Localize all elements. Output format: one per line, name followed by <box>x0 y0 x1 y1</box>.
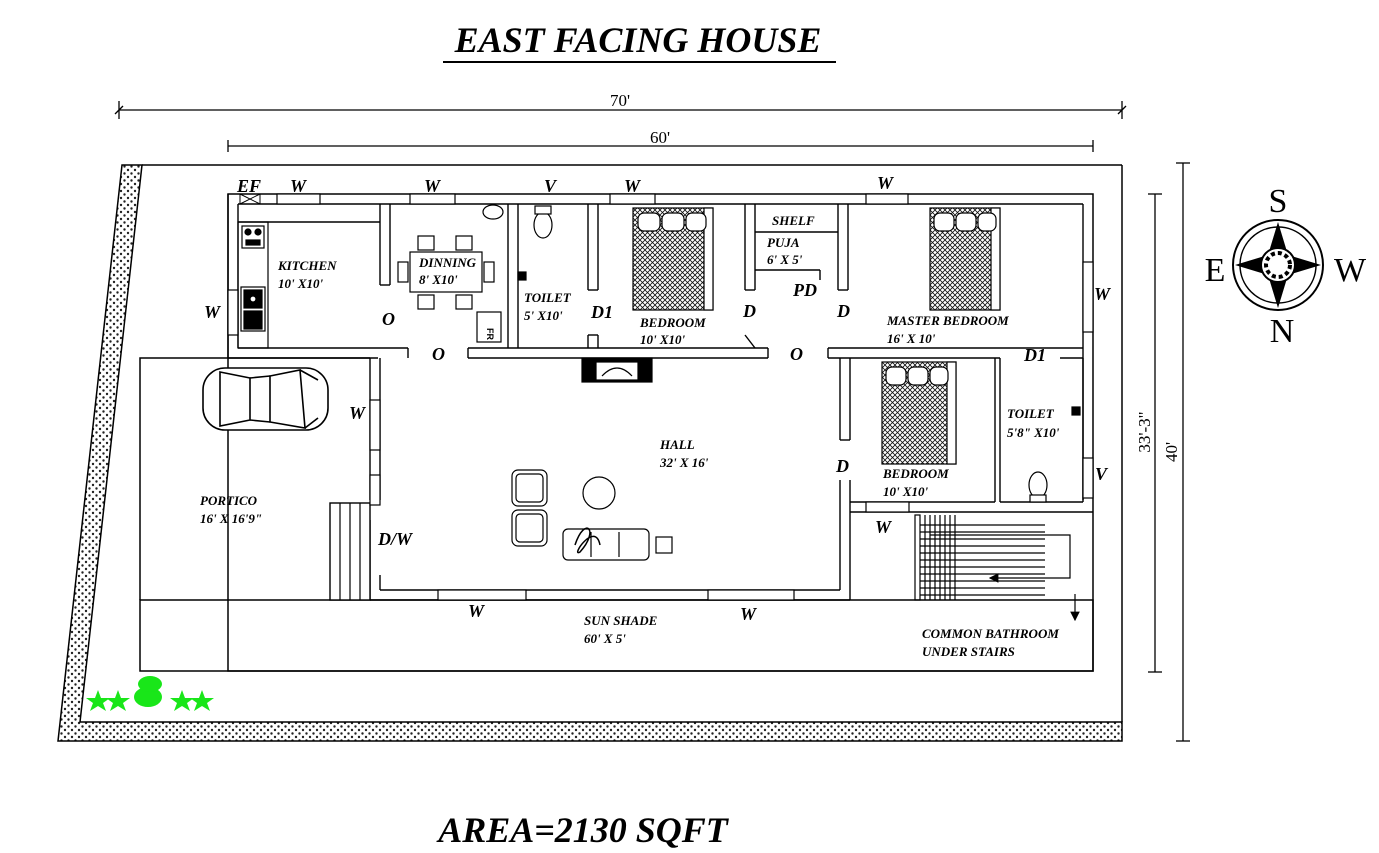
dimension-60ft-label: 60' <box>650 128 670 147</box>
common-bathroom-label: COMMON BATHROOM <box>922 626 1059 641</box>
master-bedroom-size: 16' X 10' <box>887 331 936 346</box>
toilet2-label: TOILET <box>1007 406 1055 421</box>
dimension-33ft <box>1148 193 1162 673</box>
opening-mark: O <box>382 309 395 329</box>
window-mark: W <box>740 604 758 624</box>
sunshade-label: SUN SHADE <box>584 613 658 628</box>
pooja-door-mark: PD <box>792 280 817 300</box>
compass-south: S <box>1269 183 1288 220</box>
portico-size: 16' X 16'9" <box>200 511 262 526</box>
kitchen-size: 10' X10' <box>278 276 324 291</box>
hall-label: HALL <box>659 437 695 452</box>
kitchen-counter <box>237 221 269 349</box>
window-mark: W <box>624 176 642 196</box>
exhaust-fan-icon <box>239 193 261 205</box>
plot-boundary <box>57 164 1123 742</box>
dimension-33ft-label: 33'-3" <box>1135 411 1154 452</box>
window-mark: W <box>875 517 893 537</box>
dimension-70ft <box>114 101 1127 119</box>
under-stairs-label: UNDER STAIRS <box>922 644 1015 659</box>
dimension-40ft <box>1176 162 1190 742</box>
dimension-60ft <box>227 140 1094 152</box>
window-mark: W <box>468 601 486 621</box>
master-bedroom-label: MASTER BEDROOM <box>886 313 1009 328</box>
shrubs-icon <box>86 676 214 711</box>
compass-rose-icon <box>1232 219 1324 311</box>
kitchen-label: KITCHEN <box>277 258 337 273</box>
door-window-mark: D/W <box>377 529 414 549</box>
ef-mark: EF <box>236 176 261 196</box>
ventilator-mark: V <box>1095 464 1109 484</box>
dimension-40ft-label: 40' <box>1162 442 1181 462</box>
toilet2-size: 5'8" X10' <box>1007 425 1060 440</box>
staircase <box>914 514 1080 622</box>
door-mark: D <box>835 456 849 476</box>
compass-north: N <box>1270 313 1295 350</box>
fridge-label: FR <box>485 328 495 340</box>
master-bed-icon <box>929 207 1001 311</box>
dining-table-icon <box>397 204 504 343</box>
bedroom2-label: BEDROOM <box>882 466 949 481</box>
puja-size: 6' X 5' <box>767 252 803 267</box>
door-mark-d1: D1 <box>590 302 613 322</box>
dimension-70ft-label: 70' <box>610 91 630 110</box>
tv-unit-icon <box>581 357 653 383</box>
ventilator-mark: V <box>544 176 558 196</box>
toilet1-label: TOILET <box>524 290 572 305</box>
page-title: EAST FACING HOUSE <box>454 20 822 60</box>
toilet1-size: 5' X10' <box>524 308 563 323</box>
dinning-label: DINNING <box>418 255 477 270</box>
bedroom1-label: BEDROOM <box>639 315 706 330</box>
door-mark-d1: D1 <box>1023 345 1046 365</box>
bed-icon <box>632 207 714 311</box>
sofa-set-icon <box>511 469 673 561</box>
window-mark: W <box>290 176 308 196</box>
compass-west: W <box>1334 252 1367 289</box>
window-mark: W <box>204 302 222 322</box>
portico-steps <box>339 503 361 600</box>
door-mark: D <box>742 301 756 321</box>
bedroom2-size: 10' X10' <box>883 484 929 499</box>
door-mark: D <box>836 301 850 321</box>
bedroom2-bed-icon <box>881 361 957 465</box>
window-mark: W <box>349 403 367 423</box>
car-icon <box>202 367 329 431</box>
window-mark: W <box>424 176 442 196</box>
bedroom1-size: 10' X10' <box>640 332 686 347</box>
dinning-size: 8' X10' <box>419 272 458 287</box>
area-label: AREA=2130 SQFT <box>436 810 730 850</box>
shelf-label: SHELF <box>772 213 815 228</box>
window-mark: W <box>877 173 895 193</box>
opening-mark: O <box>790 344 803 364</box>
portico-label: PORTICO <box>200 493 258 508</box>
toilet-fixtures <box>517 205 1081 503</box>
puja-label: PUJA <box>767 235 800 250</box>
hall-size: 32' X 16' <box>659 455 709 470</box>
sunshade-size: 60' X 5' <box>584 631 626 646</box>
opening-mark: O <box>432 344 445 364</box>
window-mark: W <box>1094 284 1112 304</box>
compass-east: E <box>1205 252 1226 289</box>
windows <box>227 193 1094 601</box>
